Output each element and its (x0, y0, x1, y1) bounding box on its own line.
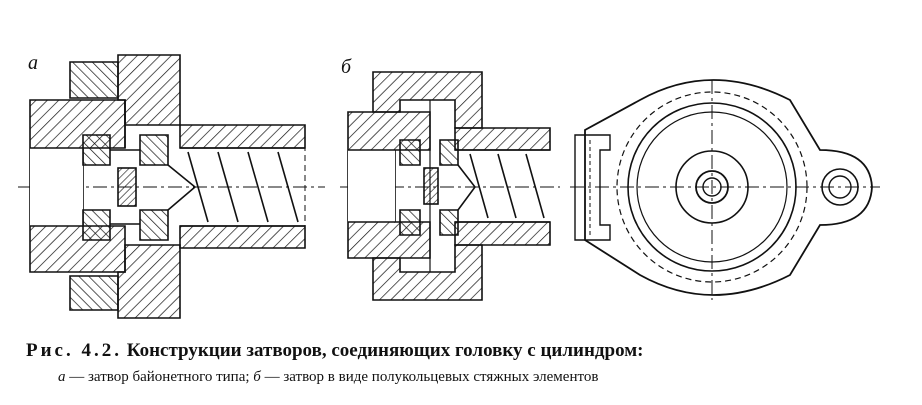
figure-caption-legend: а — затвор байонетного типа; б — затвор … (58, 369, 598, 386)
technical-drawing (18, 54, 880, 319)
figure-title: Конструкции затворов, соединяющих головк… (126, 340, 644, 361)
figure-caption-title: Рис. 4.2. Конструкции затворов, соединяю… (26, 340, 644, 362)
drawing-end-view (570, 79, 880, 300)
legend-desc-b: — затвор в виде полукольцевых стяжных эл… (264, 369, 599, 385)
legend-letter-a: а (58, 369, 66, 385)
drawing-b-half-ring-lock (340, 71, 560, 301)
drawing-a-bayonet-lock (18, 54, 325, 319)
figure-number: Рис. 4.2. (26, 340, 122, 361)
legend-desc-a: — затвор байонетного типа; (69, 369, 250, 385)
legend-letter-b: б (253, 369, 261, 385)
drawing-label-a: а (28, 52, 38, 74)
drawing-label-b: б (341, 56, 352, 78)
